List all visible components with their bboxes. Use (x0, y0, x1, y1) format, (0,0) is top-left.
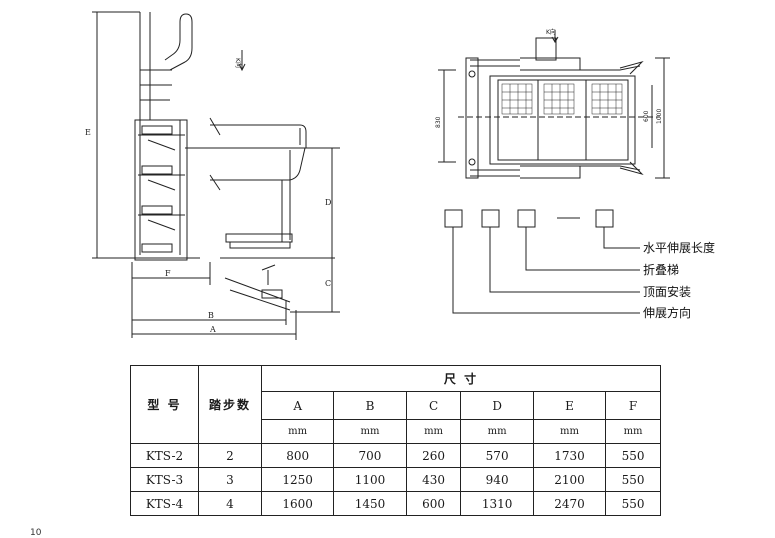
dim-label-b: B (208, 311, 214, 320)
steps-cell: 4 (198, 491, 262, 516)
dim-d-cell: 1310 (460, 491, 534, 516)
unit-cell: mm (333, 419, 407, 444)
plan-view-k-label: K向 (546, 28, 556, 36)
side-elevation-view (92, 11, 211, 338)
col-header-e: E (532, 391, 607, 420)
dim-f-cell: 550 (605, 467, 661, 492)
dim-1000-label: 1000 (656, 109, 663, 124)
col-header-a: A (260, 391, 335, 420)
page-number: 10 (30, 528, 42, 538)
model-cell: KTS-3 (130, 467, 199, 492)
dim-830-label: 830 (435, 116, 442, 128)
spec-table: 型 号 踏步数 尺 寸 A B C D E F mm mm mm mm mm m… (130, 365, 661, 516)
col-header-model: 型 号 (130, 365, 199, 444)
unit-cell: mm (532, 419, 607, 444)
unit-cell: mm (260, 419, 335, 444)
dim-label-a: A (209, 325, 216, 334)
legend-item-top-mount: 顶面安装 (643, 284, 691, 299)
dim-f-cell: 550 (605, 491, 661, 516)
dim-600-label: 600 (643, 110, 650, 122)
dim-f-cell: 550 (605, 443, 661, 468)
unit-cell: mm (605, 419, 661, 444)
dim-d-cell: 570 (460, 443, 534, 468)
dim-c-cell: 430 (405, 467, 462, 492)
dim-label-f: F (165, 269, 171, 278)
steps-cell: 3 (198, 467, 262, 492)
dim-label-d: D (325, 198, 331, 207)
dim-e-cell: 1730 (532, 443, 607, 468)
model-code-legend (444, 209, 640, 314)
plan-view (438, 30, 670, 179)
table-row: KTS-4 4 1600 1450 600 1310 2470 550 (130, 491, 661, 516)
unit-cell: mm (405, 419, 462, 444)
col-header-b: B (333, 391, 407, 420)
col-header-c: C (405, 391, 462, 420)
col-header-dimensions: 尺 寸 (261, 365, 661, 392)
table-row: KTS-3 3 1250 1100 430 940 2100 550 (130, 467, 661, 492)
legend-item-folding-ladder: 折叠梯 (643, 262, 679, 277)
dim-b-cell: 1100 (333, 467, 407, 492)
dim-e-cell: 2100 (532, 467, 607, 492)
dim-a-cell: 1250 (260, 467, 335, 492)
dim-e-cell: 2470 (532, 491, 607, 516)
extended-ladder-view (132, 50, 340, 340)
dim-c-cell: 260 (405, 443, 462, 468)
ladder-technical-drawing: E F B A D C K向 K向 830 600 1000 水平伸展长度 折叠… (85, 11, 715, 340)
model-cell: KTS-4 (130, 491, 199, 516)
view-k-label: K向 (234, 58, 242, 68)
col-header-steps: 踏步数 (198, 365, 262, 444)
legend-item-extend-direction: 伸展方向 (643, 305, 691, 320)
dim-label-e: E (85, 128, 91, 137)
dim-a-cell: 800 (260, 443, 335, 468)
dim-c-cell: 600 (405, 491, 462, 516)
col-header-d: D (460, 391, 534, 420)
unit-cell: mm (460, 419, 534, 444)
col-header-f: F (605, 391, 661, 420)
model-cell: KTS-2 (130, 443, 199, 468)
dim-d-cell: 940 (460, 467, 534, 492)
dim-label-c: C (325, 279, 331, 288)
dim-b-cell: 1450 (333, 491, 407, 516)
steps-cell: 2 (198, 443, 262, 468)
dim-b-cell: 700 (333, 443, 407, 468)
legend-item-horizontal-length: 水平伸展长度 (643, 240, 715, 255)
table-row: KTS-2 2 800 700 260 570 1730 550 (130, 443, 661, 468)
dim-a-cell: 1600 (260, 491, 335, 516)
